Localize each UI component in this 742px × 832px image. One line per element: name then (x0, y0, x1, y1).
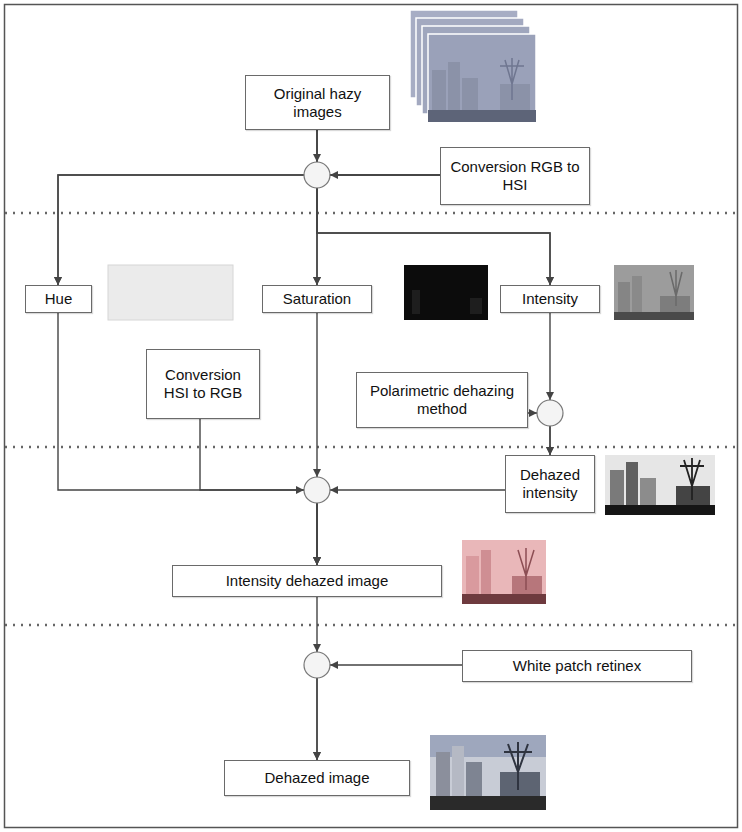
flow-connector (58, 130, 317, 285)
flow-connector (200, 419, 317, 565)
intensity-image (614, 265, 694, 320)
flow-connector (58, 175, 440, 285)
result-box: Dehazed intensity (505, 455, 595, 513)
box-label: Conversion RGB to HSI (448, 158, 582, 194)
junction-arrow-head (330, 486, 338, 494)
stage-separators (5, 213, 737, 625)
box-label: Intensity (522, 290, 578, 308)
junction-arrow-head (330, 661, 338, 669)
hue-image (108, 265, 233, 320)
process-box: Polarimetric dehazing method (356, 372, 528, 428)
dehazed-intensity-image (605, 455, 715, 515)
junction-arrow-head (313, 154, 321, 162)
dehazed-colour-image (430, 735, 546, 810)
junction-circle (304, 652, 330, 678)
outer-frame (5, 5, 738, 828)
junction-arrow-head (296, 486, 304, 494)
junction-circle (304, 477, 330, 503)
flow-connector (317, 175, 440, 285)
box-label: Saturation (283, 290, 351, 308)
output-box: Dehazed image (224, 760, 410, 796)
conversion-box: Conversion HSI to RGB (146, 349, 260, 419)
hazy-image-stack (410, 10, 536, 122)
input-box: Original hazy images (245, 75, 390, 130)
intensity-dehazed-image (462, 540, 546, 604)
box-label: Conversion HSI to RGB (154, 366, 252, 402)
junction-circle (537, 400, 563, 426)
junction-arrow-head (330, 171, 338, 179)
junction-arrow-head (529, 409, 537, 417)
conversion-box: Conversion RGB to HSI (440, 147, 590, 205)
junction-arrow-head (313, 469, 321, 477)
box-label: Intensity dehazed image (226, 572, 389, 590)
junction-circle (304, 162, 330, 188)
junction-arrow-head (313, 644, 321, 652)
channel-box: Hue (25, 285, 92, 313)
saturation-image (404, 265, 488, 320)
box-label: Polarimetric dehazing method (364, 382, 520, 418)
box-label: White patch retinex (513, 657, 641, 675)
flow-connector (58, 313, 317, 565)
box-label: Original hazy images (253, 85, 382, 121)
flow-connector (317, 490, 505, 565)
channel-box: Saturation (262, 285, 372, 313)
flow-connector (317, 665, 462, 760)
process-box: White patch retinex (462, 650, 692, 682)
box-label: Dehazed intensity (513, 466, 587, 502)
box-label: Dehazed image (264, 769, 369, 787)
junction-arrow-head (546, 392, 554, 400)
result-box: Intensity dehazed image (172, 565, 442, 597)
box-label: Hue (45, 290, 73, 308)
channel-box: Intensity (500, 285, 600, 313)
